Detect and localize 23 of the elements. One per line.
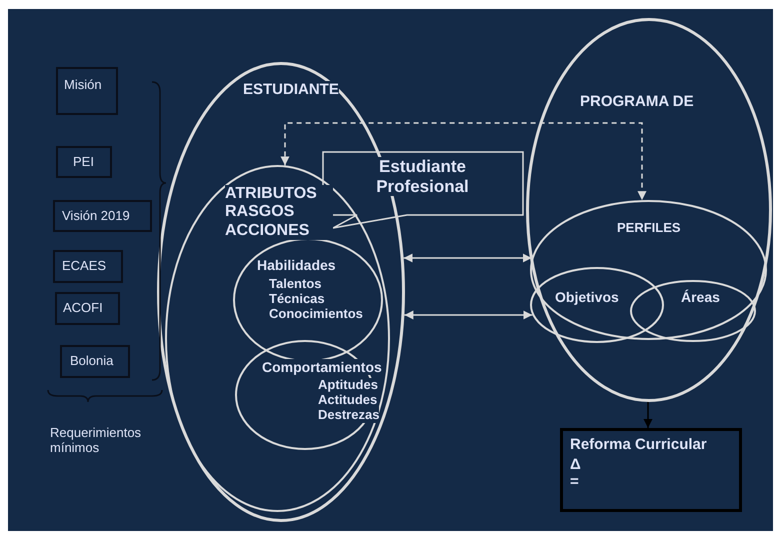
ellipse-label: Objetivos bbox=[555, 289, 619, 306]
ellipse-heading: Habilidades bbox=[257, 257, 336, 274]
requirement-box bbox=[53, 250, 123, 283]
double-arrow bbox=[404, 254, 532, 262]
ellipse-heading: Comportamientos bbox=[262, 359, 382, 376]
double-arrow bbox=[280, 122, 646, 200]
attribute-list: ATRIBUTOS RASGOS ACCIONES bbox=[225, 185, 333, 240]
areas-ellipse bbox=[630, 280, 756, 342]
requirement-box bbox=[60, 345, 130, 378]
requirement-box bbox=[53, 200, 152, 232]
requirement-box bbox=[56, 146, 112, 178]
ellipse-label: Áreas bbox=[681, 289, 720, 306]
objectives-ellipse bbox=[530, 267, 664, 343]
program-ellipse bbox=[526, 18, 772, 402]
behaviour-list: Aptitudes Actitudes Destrezas bbox=[318, 378, 380, 423]
requirement-box bbox=[56, 67, 118, 115]
double-arrow bbox=[404, 310, 532, 320]
requirement-box bbox=[55, 292, 120, 325]
profile-ellipse bbox=[530, 200, 767, 340]
result-box bbox=[560, 428, 742, 512]
skills-ellipse bbox=[233, 238, 383, 362]
arrow bbox=[644, 402, 652, 428]
callout-box bbox=[323, 152, 523, 229]
